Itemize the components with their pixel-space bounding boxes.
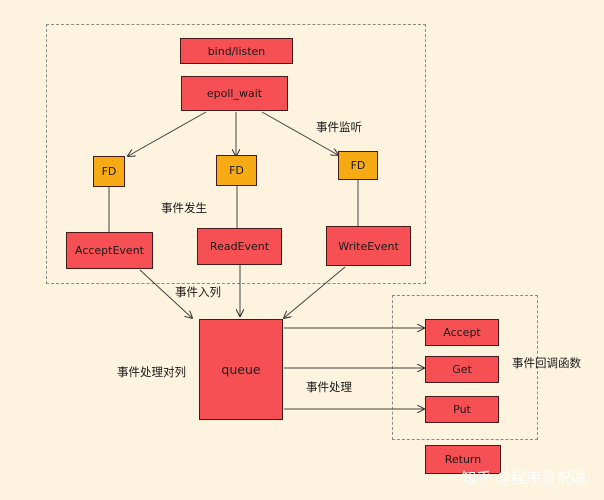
bind-listen-node: bind/listen <box>180 38 293 64</box>
get-callback-node: Get <box>425 356 499 383</box>
watermark-text: 知乎 @程序员祝融 <box>461 469 586 487</box>
label-event-callback: 事件回调函数 <box>512 356 581 370</box>
fd-node-1: FD <box>93 156 125 187</box>
label-event-enqueue: 事件入列 <box>175 285 221 299</box>
label-event-processing: 事件处理 <box>306 380 352 394</box>
label-event-handling-queue: 事件处理对列 <box>117 365 186 379</box>
put-callback-node: Put <box>425 396 499 423</box>
label-event-occur: 事件发生 <box>161 201 207 215</box>
return-node: Return <box>425 445 501 474</box>
fd-node-2: FD <box>216 155 257 186</box>
label-event-listen: 事件监听 <box>316 120 362 134</box>
write-event-node: WriteEvent <box>326 226 411 266</box>
fd-node-3: FD <box>338 151 378 180</box>
queue-node: queue <box>199 319 283 420</box>
accept-callback-node: Accept <box>425 319 499 346</box>
accept-event-node: AcceptEvent <box>66 232 153 269</box>
epoll-wait-node: epoll_wait <box>181 76 288 111</box>
read-event-node: ReadEvent <box>197 228 282 265</box>
event-source-region <box>46 24 426 284</box>
